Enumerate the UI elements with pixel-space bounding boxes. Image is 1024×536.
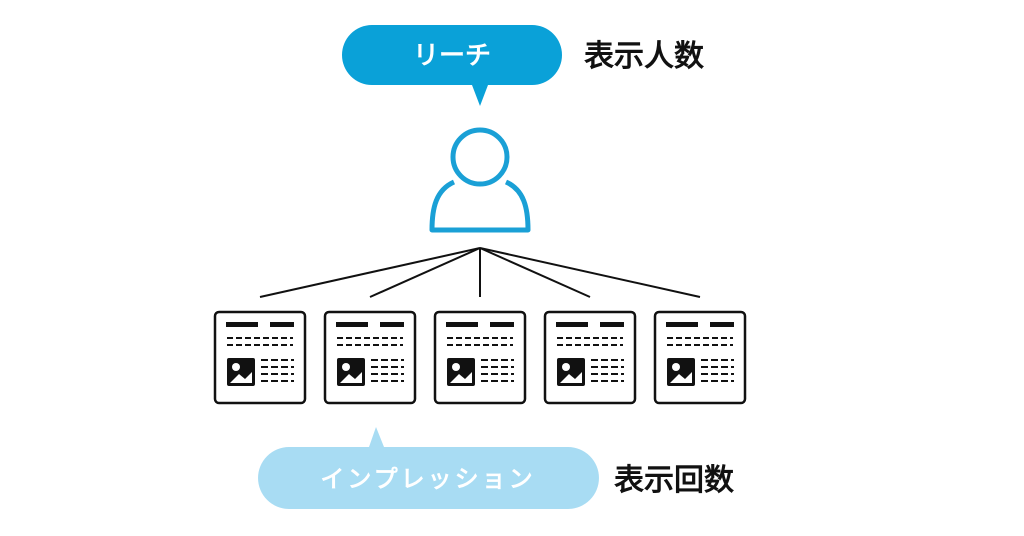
page-side-text-lines [701,359,734,382]
page-side-text-lines [371,359,404,382]
page-heading-bar [600,322,624,327]
image-icon-sun [562,363,570,371]
reach-description: 表示人数 [584,39,705,74]
page-text-lines [447,337,513,346]
image-icon-mountain [230,372,252,383]
page-text-lines [227,337,293,346]
impression-bubble: インプレッション [258,427,599,509]
page-heading-bar [710,322,734,327]
reach-bubble: リーチ [342,25,562,106]
image-icon-sun [452,363,460,371]
article-page-icon-1 [213,310,307,405]
article-pages [213,310,747,405]
article-page-icon-2 [323,310,417,405]
impression-description: 表示回数 [614,463,735,498]
image-icon-sun [672,363,680,371]
image-icon-mountain [340,372,362,383]
page-heading-bar [380,322,404,327]
image-icon-mountain [560,372,582,383]
image-icon-sun [342,363,350,371]
page-text-lines [337,337,403,346]
page-text-lines [667,337,733,346]
article-page-icon-5 [653,310,747,405]
connector-line-1 [259,247,481,298]
user-icon [429,127,531,233]
image-icon-mountain [670,372,692,383]
image-icon-mountain [450,372,472,383]
article-page-icon-4 [543,310,637,405]
reach-bubble-label: リーチ [413,41,491,71]
page-heading-bar [270,322,294,327]
page-heading-bar [446,322,478,327]
page-side-text-lines [261,359,294,382]
connector-lines [259,247,701,298]
image-icon-sun [232,363,240,371]
page-side-text-lines [481,359,514,382]
page-side-text-lines [591,359,624,382]
page-heading-bar [336,322,368,327]
page-heading-bar [666,322,698,327]
connector-line-4 [479,247,591,298]
page-heading-bar [226,322,258,327]
impression-bubble-label: インプレッション [320,465,535,493]
user-icon-head [450,127,510,187]
connector-line-5 [479,247,701,298]
page-heading-bar [556,322,588,327]
connector-line-2 [369,247,481,298]
user-icon-body [429,179,531,233]
article-page-icon-3 [433,310,527,405]
impression-bubble-shape [258,427,599,509]
page-text-lines [557,337,623,346]
reach-bubble-shape [342,25,562,106]
page-heading-bar [490,322,514,327]
